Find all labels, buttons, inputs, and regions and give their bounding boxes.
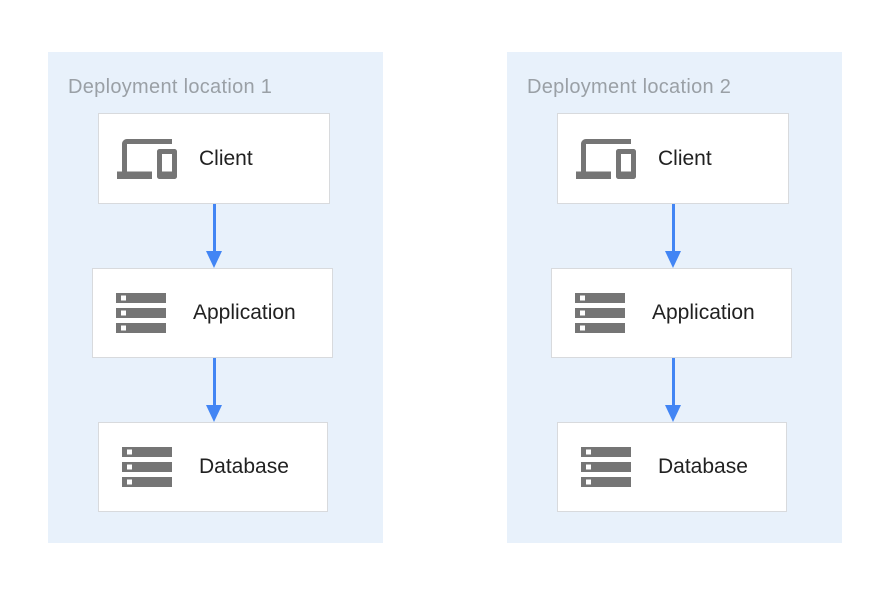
storage-icon (570, 283, 630, 343)
node-label: Client (658, 146, 712, 170)
application-to-database-arrow (206, 358, 222, 422)
deployment-location-1-panel: Deployment location 1 Client Application (48, 52, 383, 543)
node-label: Application (652, 301, 755, 324)
arrowhead-down-icon (665, 405, 681, 422)
deployment-location-2-panel: Deployment location 2 Client Application (507, 52, 842, 543)
arrow-stem (212, 358, 216, 407)
application-node: Application (551, 268, 792, 358)
arrowhead-down-icon (206, 251, 222, 268)
application-node: Application (92, 268, 333, 358)
devices-icon (576, 129, 636, 189)
arrow-stem (212, 204, 216, 253)
devices-icon (117, 129, 177, 189)
arrowhead-down-icon (665, 251, 681, 268)
node-label: Database (199, 455, 289, 478)
application-to-database-arrow (665, 358, 681, 422)
storage-icon (111, 283, 171, 343)
node-label: Database (658, 455, 748, 478)
client-node: Client (557, 113, 789, 204)
storage-icon (576, 437, 636, 497)
arrow-stem (671, 358, 675, 407)
client-to-application-arrow (206, 204, 222, 268)
panel-title: Deployment location 1 (68, 76, 273, 98)
panel-title: Deployment location 2 (527, 76, 732, 98)
storage-icon (117, 437, 177, 497)
node-label: Application (193, 301, 296, 324)
database-node: Database (98, 422, 328, 512)
arrowhead-down-icon (206, 405, 222, 422)
node-label: Client (199, 146, 253, 170)
client-to-application-arrow (665, 204, 681, 268)
arrow-stem (671, 204, 675, 253)
database-node: Database (557, 422, 787, 512)
client-node: Client (98, 113, 330, 204)
